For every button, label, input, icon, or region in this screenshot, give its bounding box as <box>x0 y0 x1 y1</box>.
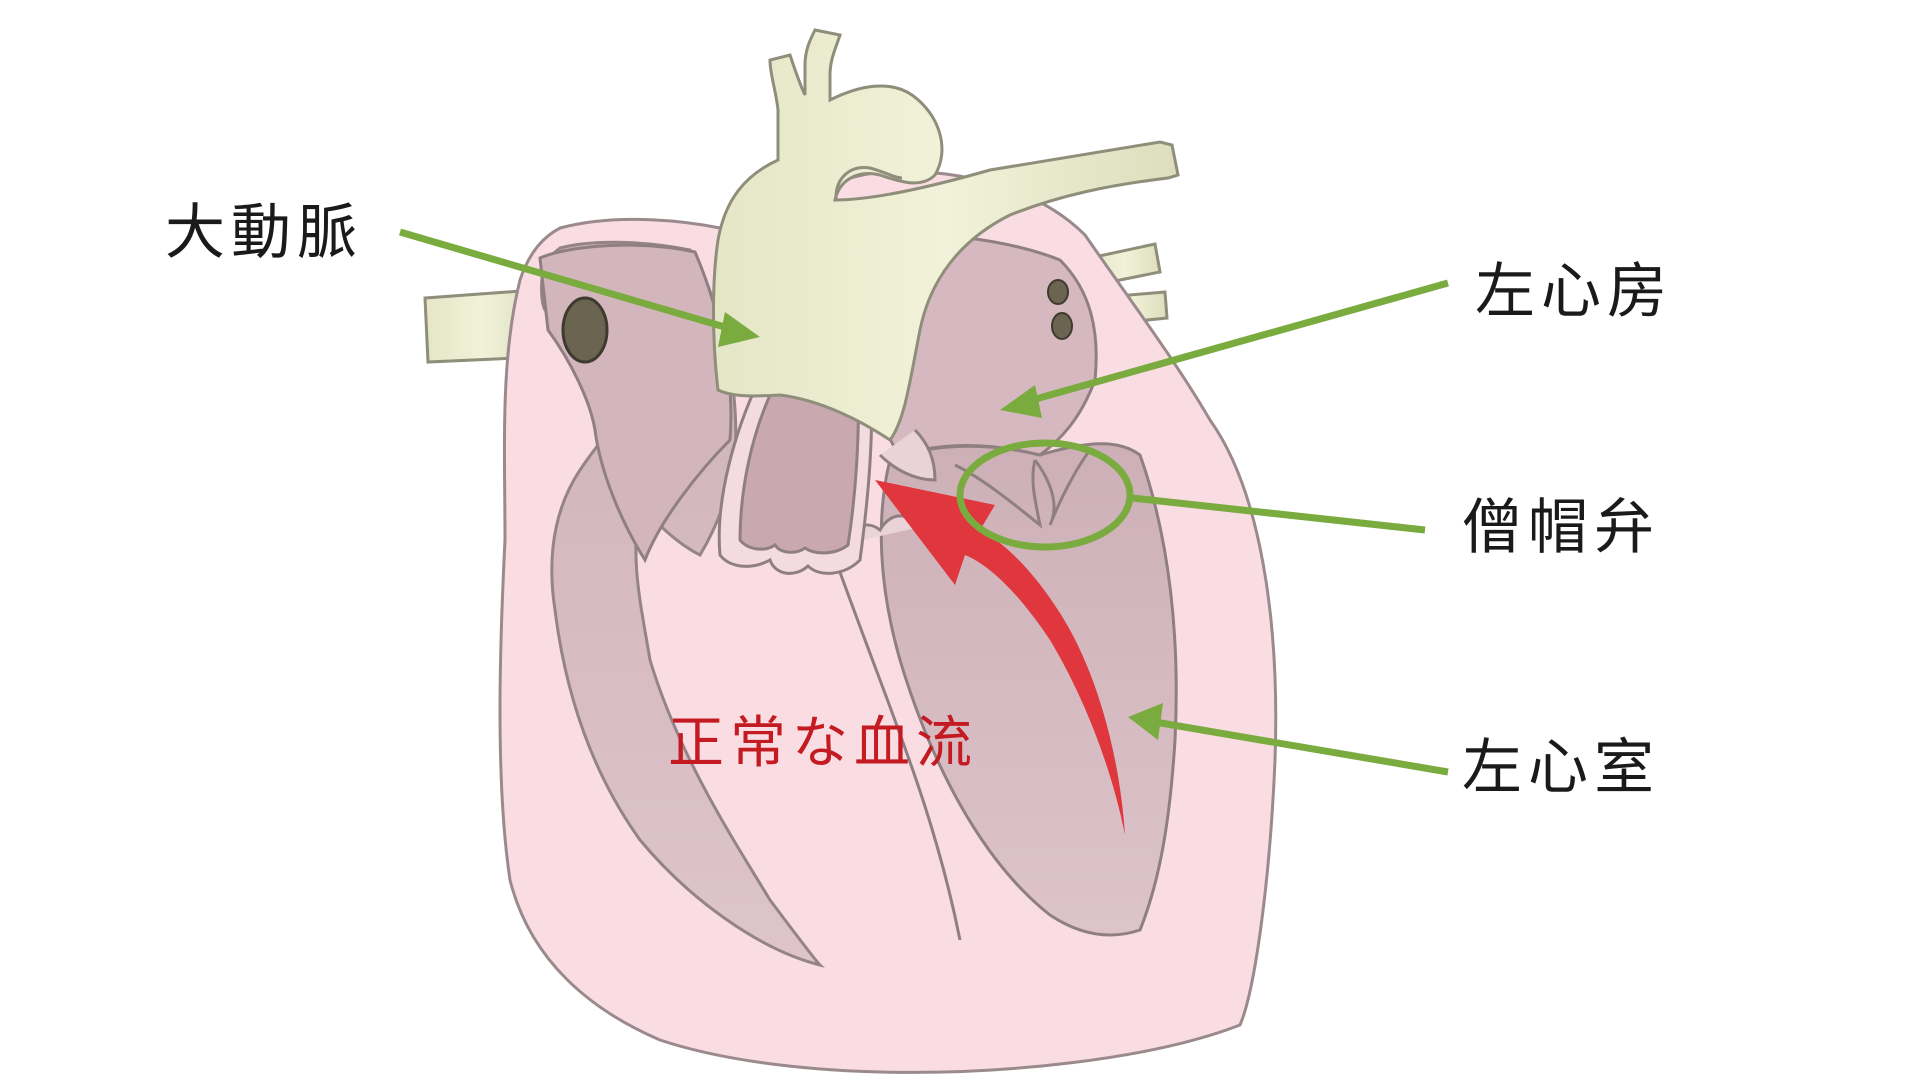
aorta-label: 大動脈 <box>165 198 363 268</box>
aorta-pointer <box>399 228 736 334</box>
left-atrium-pointer-head <box>1000 385 1042 418</box>
pulmonary-vein-opening-2 <box>1051 312 1073 340</box>
pulmonary-vein-opening-1 <box>1047 279 1069 305</box>
mitral-valve-circle <box>956 439 1134 551</box>
left-ventricle-label: 左心室 <box>1462 733 1660 803</box>
left-ventricle-pointer-head <box>1128 703 1163 740</box>
mitral-valve-leaflet-b <box>1033 449 1092 526</box>
left-ventricle-pointer <box>1154 718 1449 776</box>
vein-opening <box>561 296 609 364</box>
blood-flow-arrow <box>875 480 1125 835</box>
normal-flow-label: 正常な血流 <box>668 711 978 776</box>
aortic-root <box>878 428 937 482</box>
mitral-valve-leaflet-a <box>954 459 1043 529</box>
mitral-valve-pointer <box>1131 494 1426 534</box>
pointers <box>399 228 1449 776</box>
left-atrium-label: 左心房 <box>1475 257 1673 327</box>
aorta-pointer-head <box>718 312 760 347</box>
aortic-arch-inner <box>834 166 903 201</box>
aorta-vessel <box>712 28 1180 443</box>
mitral-valve-label: 僧帽弁 <box>1462 493 1660 563</box>
left-atrium-pointer <box>1024 279 1449 406</box>
